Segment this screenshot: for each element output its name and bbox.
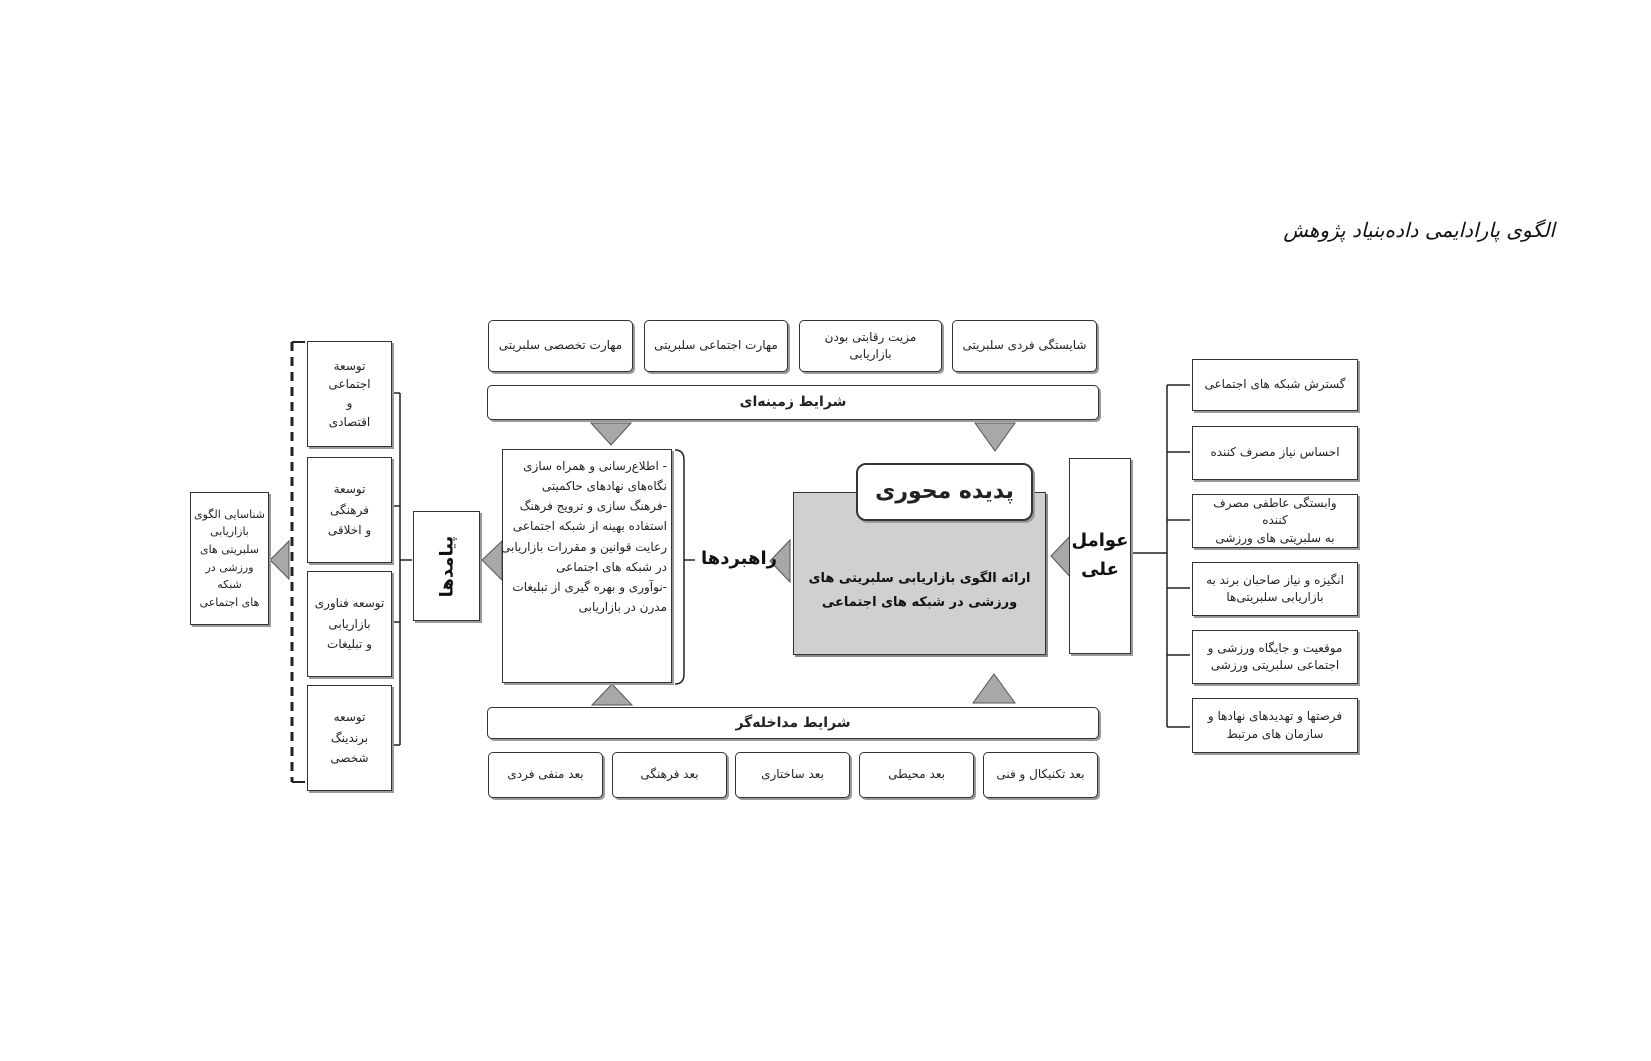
- core-phenomenon-line1: ارائه الگوی بازاریابی سلبریتی های: [808, 570, 1031, 586]
- causal-item-5-line1: موقعیت و جایگاه ورزشی و: [1207, 640, 1343, 655]
- intervening-item-4-label: بعد فرهنگی: [640, 767, 699, 782]
- causal-item-1-line1: گسترش شبکه های اجتماعی: [1204, 377, 1346, 392]
- causal-item-6-line1: فرصتها و تهدیدهای نهادها و: [1207, 709, 1343, 724]
- contextual-conditions-title: شرایط زمینه‌ای: [739, 394, 847, 411]
- causal-item-3: وابستگی عاطفی مصرف کننده به سلبریتی های …: [1192, 494, 1358, 548]
- strategy-line: - اطلاع‌رسانی و همراه سازی: [523, 459, 667, 473]
- figure-caption: الگوی پارادایمی داده‌بنیاد پژوهش: [1283, 218, 1555, 242]
- strategy-line: -فرهنگ سازی و ترویج فرهنگ: [519, 499, 667, 514]
- strategy-line: در شبکه های اجتماعی: [556, 559, 667, 574]
- intervening-item-2-label: بعد محیطی: [888, 767, 945, 782]
- causal-item-3-line2: به سلبریتی های ورزشی: [1215, 530, 1335, 545]
- consequence-item-4: توسعه برندینگ شخصی: [307, 685, 392, 791]
- causal-item-2-line1: احساس نیاز مصرف کننده: [1210, 445, 1340, 460]
- consequences-title: پیامدها: [436, 535, 457, 597]
- core-phenomenon-line2: ورزشی در شبکه های اجتماعی: [821, 595, 1018, 611]
- strategies-text: - اطلاع‌رسانی و همراه سازی نگاه‌های نهاد…: [501, 456, 667, 617]
- arrow-intervening-to-strategies: [590, 683, 634, 706]
- consequence-1-line: اجتماعی: [328, 377, 371, 392]
- intervening-item-5: بعد منفی فردی: [488, 752, 603, 798]
- outcome-line: ورزشی در شبکه: [205, 560, 254, 592]
- outcome-line: بازاریابی: [210, 525, 249, 539]
- intervening-item-3-label: بعد ساختاری: [761, 767, 824, 782]
- consequence-2-line: توسعة: [333, 482, 366, 497]
- consequence-2-line: و اخلاقی: [327, 523, 372, 538]
- consequence-item-3: توسعه فناوری بازاریابی و تبلیغات: [307, 571, 392, 677]
- strategies-label: راهبردها: [701, 548, 778, 569]
- causal-item-5: موقعیت و جایگاه ورزشی و اجتماعی سلبریتی …: [1192, 630, 1358, 684]
- consequence-item-2: توسعة فرهنگی و اخلاقی: [307, 457, 392, 563]
- outcome-line: شناسایی الگوی: [194, 507, 265, 521]
- consequence-2-line: فرهنگی: [330, 502, 369, 517]
- arrow-strategies-to-consequences: [481, 539, 503, 582]
- context-item-2-label: مزیت رقابتی بودن بازاریابی: [824, 329, 917, 361]
- consequence-4-line: شخصی: [330, 751, 369, 766]
- arrow-context-to-strategies: [589, 422, 633, 446]
- strategy-line: رعایت قوانین و مقررات بازاریابی: [501, 539, 667, 554]
- context-item-3: مهارت اجتماعی سلبریتی: [644, 320, 788, 372]
- consequence-3-line: بازاریابی: [328, 616, 371, 631]
- context-item-3-label: مهارت اجتماعی سلبریتی: [654, 338, 778, 353]
- intervening-conditions-title: شرایط مداخله‌گر: [735, 714, 851, 731]
- causal-item-5-line2: اجتماعی سلبریتی ورزشی: [1210, 658, 1340, 672]
- strategy-line: -نوآوری و بهره گیری از تبلیغات: [512, 579, 667, 594]
- consequence-3-line: توسعه فناوری: [314, 596, 385, 611]
- arrow-intervening-to-core: [972, 673, 1016, 704]
- intervening-item-3: بعد ساختاری: [735, 752, 850, 798]
- consequence-item-1: توسعة اجتماعی و اقتصادی: [307, 341, 392, 447]
- intervening-item-2: بعد محیطی: [859, 752, 974, 798]
- intervening-item-1: بعد تکنیکال و فنی: [983, 752, 1098, 798]
- consequence-1-line: اقتصادی: [328, 414, 371, 429]
- strategies-box: [502, 449, 672, 683]
- context-item-4-label: مهارت تخصصی سلبریتی: [498, 338, 623, 353]
- consequences-label: پیامدها: [413, 511, 480, 621]
- outcome-box: شناسایی الگوی بازاریابی سلبریتی های ورزش…: [190, 492, 269, 625]
- intervening-item-1-label: بعد تکنیکال و فنی: [996, 767, 1085, 782]
- arrow-core-to-strategies: [769, 538, 791, 584]
- arrow-context-to-core: [974, 422, 1016, 452]
- intervening-item-5-label: بعد منفی فردی: [507, 767, 584, 782]
- strategy-line: مدرن در بازاریابی: [578, 600, 667, 615]
- intervening-conditions-bar: شرایط مداخله‌گر: [487, 707, 1099, 739]
- causal-item-4-line1: انگیزه و نیاز صاحبان برند به: [1206, 572, 1344, 587]
- core-phenomenon-title-text: پدیده محوری: [875, 479, 1014, 505]
- strategy-line: نگاه‌های نهادهای حاکمیتی: [541, 479, 667, 494]
- contextual-conditions-bar: شرایط زمینه‌ای: [487, 385, 1099, 420]
- outcome-line: های اجتماعی: [199, 595, 260, 609]
- causal-title-line1: عوامل: [1071, 530, 1129, 552]
- core-phenomenon-title: پدیده محوری: [856, 463, 1033, 521]
- context-item-1: شایستگی فردی سلبریتی: [952, 320, 1097, 372]
- context-item-1-label: شایستگی فردی سلبریتی: [962, 338, 1087, 353]
- causal-item-2: احساس نیاز مصرف کننده: [1192, 426, 1358, 480]
- causal-item-1: گسترش شبکه های اجتماعی: [1192, 359, 1358, 411]
- consequence-4-line: برندینگ: [330, 730, 369, 745]
- consequence-4-line: توسعه: [333, 710, 366, 725]
- consequence-1-line: و: [346, 396, 353, 410]
- causal-title-line2: علی: [1081, 559, 1119, 580]
- causal-item-3-line1: وابستگی عاطفی مصرف کننده: [1213, 495, 1337, 528]
- context-item-4: مهارت تخصصی سلبریتی: [488, 320, 633, 372]
- arrow-consequences-to-outcome: [269, 539, 290, 581]
- context-item-2: مزیت رقابتی بودن بازاریابی: [799, 320, 942, 372]
- strategy-line: استفاده بهینه از شبکه اجتماعی: [512, 519, 667, 534]
- causal-item-4-line2: بازاریابی سلبریتی‌ها: [1226, 590, 1324, 604]
- causal-conditions-label: عوامل علی: [1069, 458, 1131, 654]
- causal-item-6: فرصتها و تهدیدهای نهادها و سازمان های مر…: [1192, 698, 1358, 753]
- outcome-line: سلبریتی های: [199, 542, 260, 556]
- intervening-item-4: بعد فرهنگی: [612, 752, 727, 798]
- consequence-3-line: و تبلیغات: [327, 637, 372, 652]
- consequence-1-line: توسعة: [333, 358, 366, 373]
- causal-item-4: انگیزه و نیاز صاحبان برند به بازاریابی س…: [1192, 562, 1358, 616]
- causal-item-6-line2: سازمان های مرتبط: [1226, 726, 1324, 741]
